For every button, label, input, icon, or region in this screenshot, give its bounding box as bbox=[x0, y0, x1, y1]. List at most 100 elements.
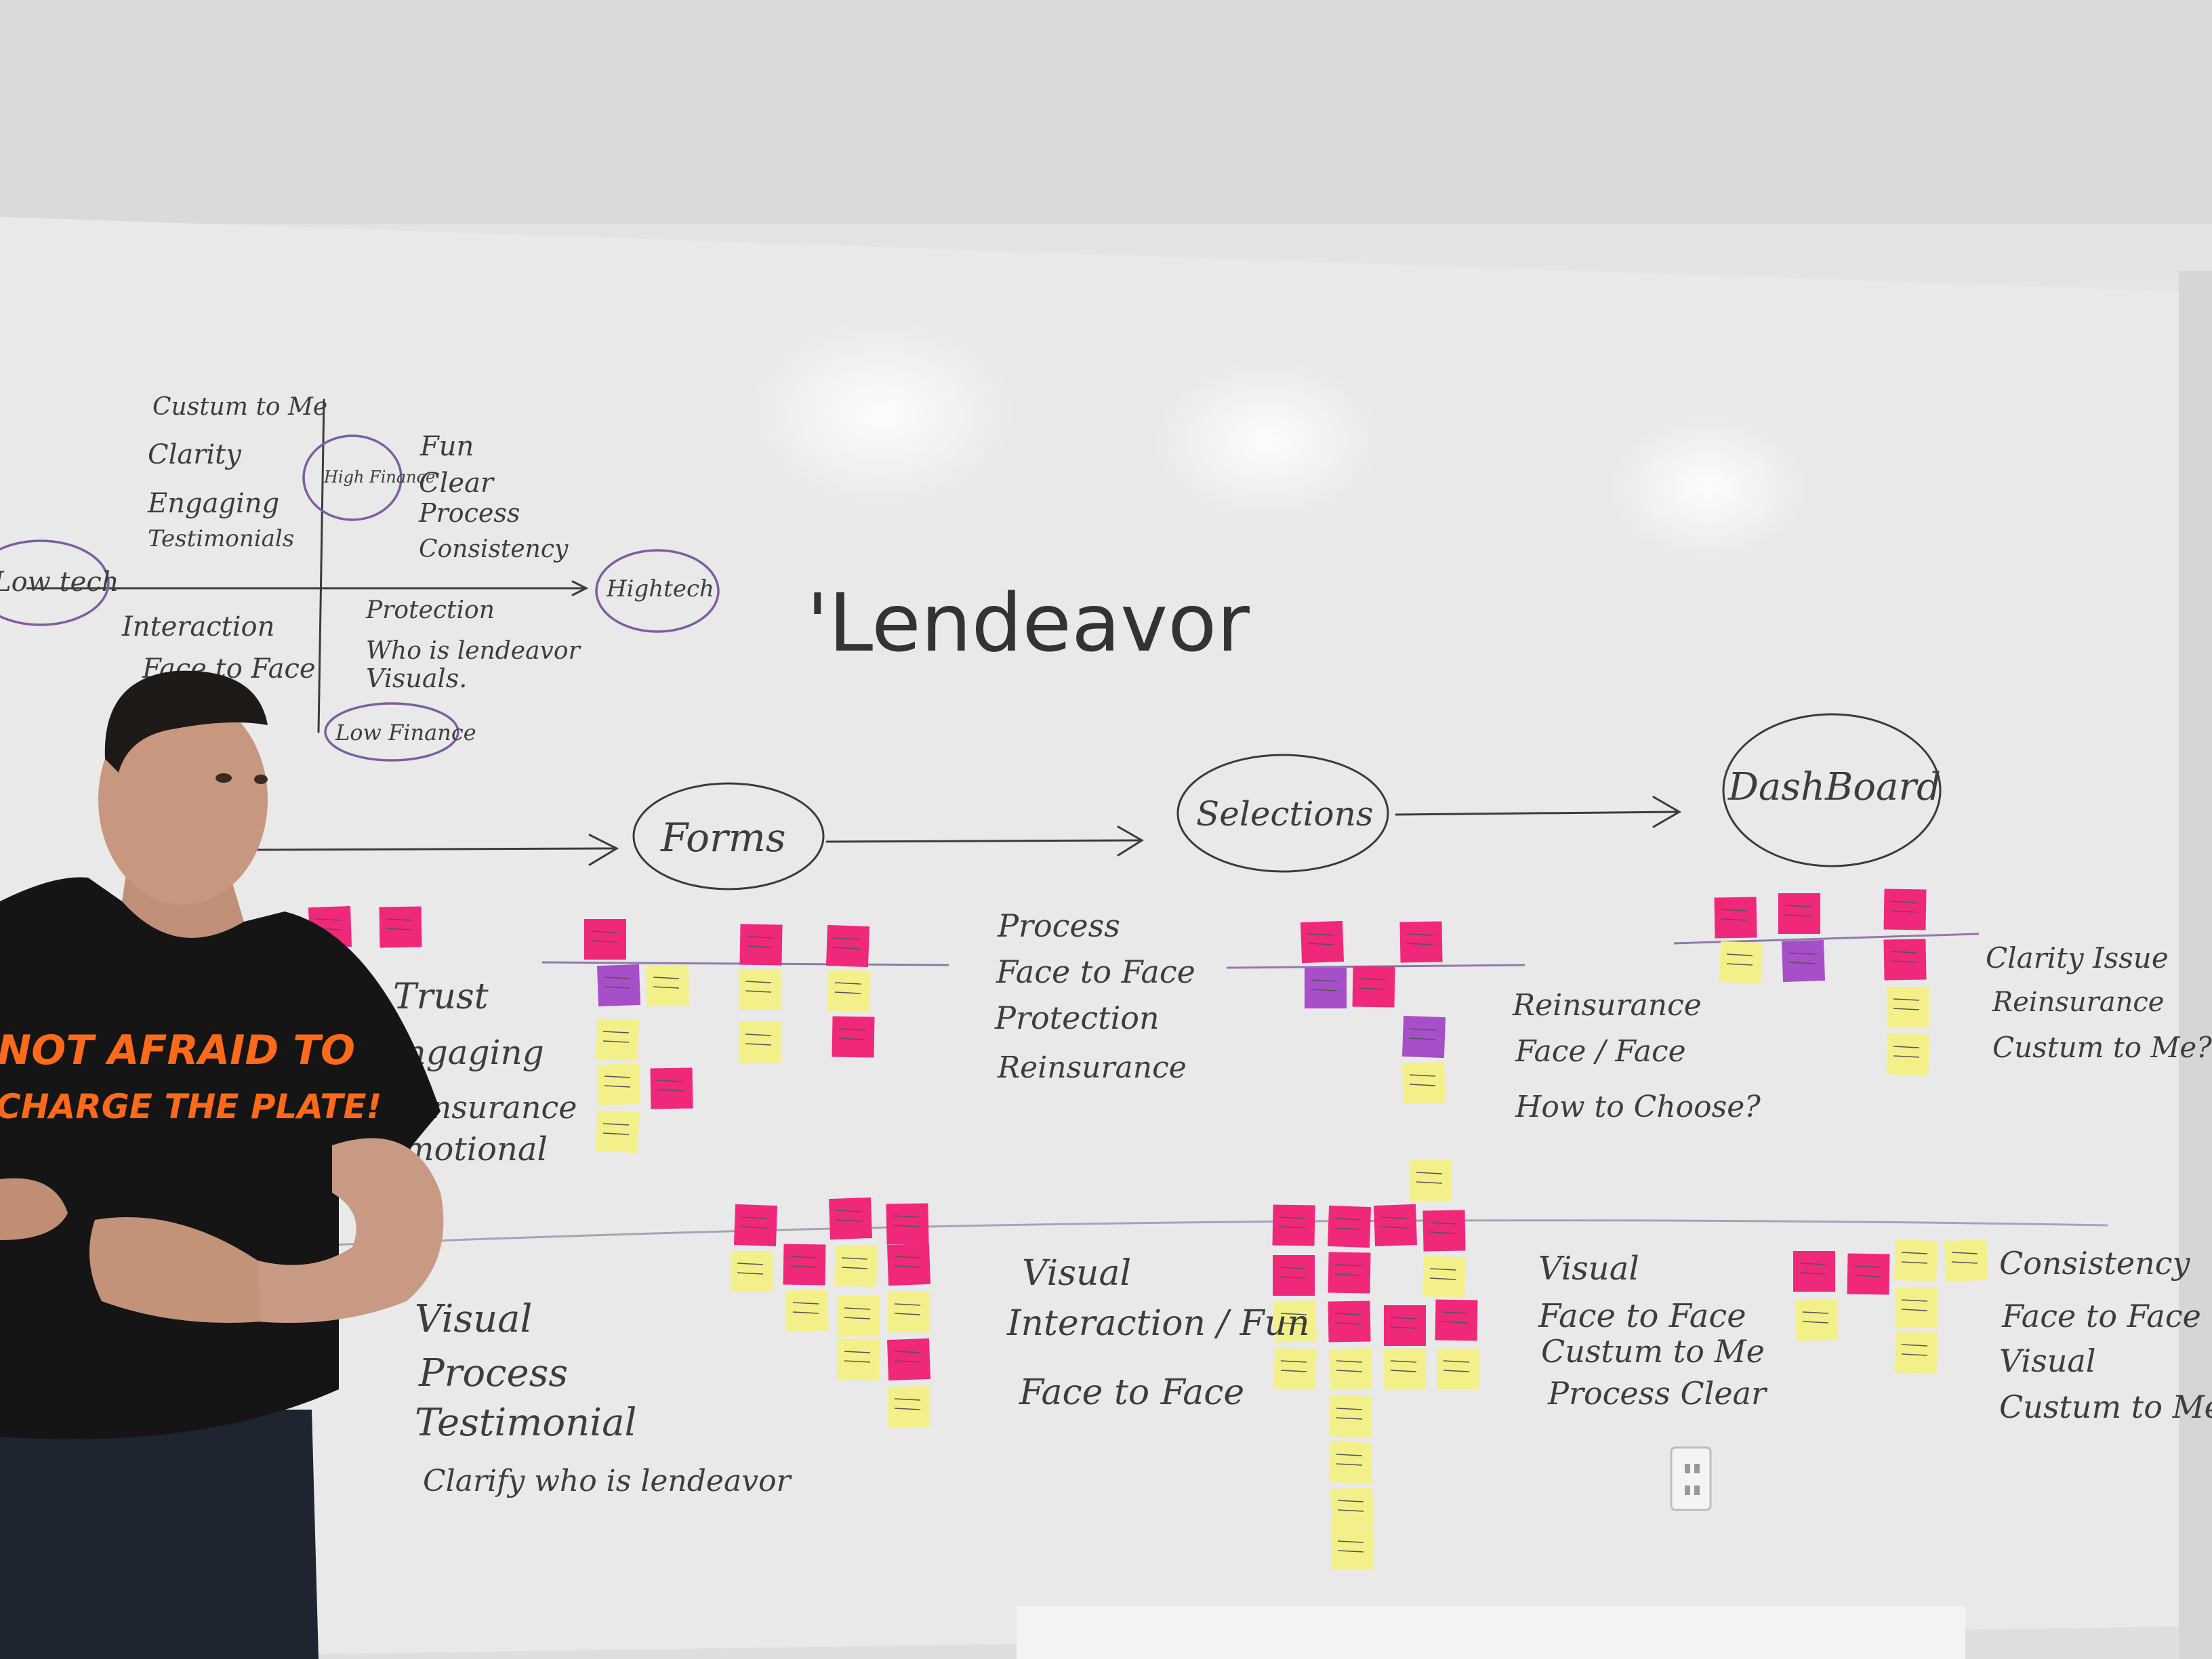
sticky-note-pink bbox=[1778, 893, 1820, 934]
sticky-note-yellow bbox=[1328, 1441, 1373, 1484]
note-line: Face to Face bbox=[1019, 1372, 1244, 1413]
sticky-scribble bbox=[1337, 1540, 1364, 1543]
sticky-scribble bbox=[1784, 905, 1811, 907]
sticky-scribble bbox=[1721, 918, 1748, 921]
sticky-note-yellow bbox=[1330, 1487, 1374, 1530]
board-title: 'Lendeavor bbox=[806, 576, 1250, 670]
sticky-scribble bbox=[1406, 933, 1433, 936]
note-line: Face to Face bbox=[1538, 1297, 1746, 1335]
sticky-scribble bbox=[1802, 1321, 1829, 1324]
note-line: Trust bbox=[393, 977, 489, 1017]
sticky-note-pink bbox=[825, 924, 870, 968]
sticky-scribble bbox=[1893, 1055, 1920, 1058]
wall-outlet bbox=[1670, 1446, 1712, 1511]
sticky-note-yellow bbox=[1329, 1395, 1372, 1437]
axis-right-label: Hightech bbox=[606, 575, 714, 602]
table-edge bbox=[1017, 1606, 1965, 1659]
quadrant-item: Interaction bbox=[121, 611, 274, 642]
sticky-scribble bbox=[1336, 1370, 1363, 1372]
sticky-scribble bbox=[1409, 1084, 1436, 1086]
sticky-scribble bbox=[833, 937, 860, 940]
sticky-scribble bbox=[894, 1408, 921, 1410]
sticky-scribble bbox=[1334, 1218, 1361, 1221]
sticky-scribble bbox=[737, 1263, 764, 1265]
sticky-scribble bbox=[1390, 1326, 1417, 1329]
sticky-note-yellow bbox=[827, 970, 871, 1012]
sticky-note-pink bbox=[1883, 888, 1927, 930]
sticky-scribble bbox=[1380, 1226, 1408, 1229]
sticky-scribble bbox=[1280, 1370, 1307, 1372]
sticky-scribble bbox=[604, 1076, 631, 1078]
sticky-scribble bbox=[1279, 1216, 1306, 1219]
sticky-scribble bbox=[1893, 998, 1920, 1001]
sticky-scribble bbox=[894, 1398, 921, 1401]
quadrant-item: Clear bbox=[419, 468, 495, 499]
note-line: Reinsurance bbox=[1512, 988, 1702, 1023]
presenter-face bbox=[98, 695, 268, 905]
note-line: Custum to Me? bbox=[1992, 1031, 2212, 1064]
sticky-scribble bbox=[836, 1210, 863, 1212]
sticky-scribble bbox=[894, 1360, 921, 1363]
sticky-scribble bbox=[1416, 1172, 1443, 1174]
sticky-scribble bbox=[1788, 952, 1816, 955]
sticky-scribble bbox=[836, 1219, 863, 1222]
sticky-scribble bbox=[893, 1215, 920, 1218]
right-wall-edge bbox=[2179, 271, 2212, 1659]
sticky-note-pink bbox=[1273, 1255, 1315, 1296]
sticky-note-pink bbox=[1272, 1204, 1315, 1246]
sticky-scribble bbox=[1788, 962, 1816, 964]
sticky-scribble bbox=[745, 1033, 772, 1036]
sticky-note-yellow bbox=[739, 969, 781, 1010]
sticky-scribble bbox=[844, 1351, 871, 1353]
presenter-legs bbox=[0, 1410, 319, 1659]
sticky-note-pink bbox=[1328, 1252, 1371, 1294]
notes: Trust Engaging Reinsurance Emotional Vis… bbox=[379, 907, 2212, 1498]
flow-node-label: DashBoard bbox=[1727, 765, 1941, 809]
sticky-scribble bbox=[792, 1302, 819, 1305]
sticky-scribble bbox=[1359, 987, 1386, 990]
note-line: Visual bbox=[1538, 1250, 1639, 1288]
sticky-note-yellow bbox=[1401, 1061, 1446, 1105]
sticky-scribble bbox=[1307, 943, 1334, 945]
sticky-scribble bbox=[1334, 1313, 1361, 1315]
sticky-scribble bbox=[1890, 960, 1917, 963]
axis-right-circle bbox=[595, 549, 720, 633]
sticky-scribble bbox=[1441, 1311, 1469, 1314]
axis-bottom-label: Low Finance bbox=[335, 720, 476, 745]
sticky-note-pink bbox=[1384, 1305, 1426, 1346]
sticky-scribble bbox=[1890, 910, 1917, 913]
sticky-note-pink bbox=[1399, 921, 1443, 963]
axis-bottom-circle bbox=[324, 702, 459, 762]
sticky-scribble bbox=[894, 1313, 921, 1315]
shirt-text: NOT AFRAID TO bbox=[0, 1027, 355, 1074]
sticky-scribble bbox=[590, 940, 617, 943]
sticky-scribble bbox=[1901, 1252, 1928, 1254]
sticky-scribble bbox=[1280, 1313, 1307, 1315]
sticky-note-pink bbox=[379, 906, 422, 948]
sticky-scribble bbox=[590, 930, 617, 933]
flow-node-dashboard bbox=[1722, 713, 1942, 867]
quadrant-item: Who is lendeavor bbox=[366, 637, 581, 665]
sticky-note-pink bbox=[1793, 1251, 1835, 1292]
sticky-note-pink bbox=[1328, 1300, 1371, 1343]
sticky-scribble bbox=[1279, 1276, 1306, 1279]
note-line: Process bbox=[418, 1351, 568, 1395]
sticky-note-pink bbox=[832, 1016, 875, 1058]
note-line: Process Clear bbox=[1547, 1375, 1768, 1412]
sticky-scribble bbox=[1280, 1360, 1307, 1363]
presenter-arm bbox=[258, 1138, 444, 1323]
sticky-scribble bbox=[1416, 1181, 1443, 1184]
sticky-scribble bbox=[844, 1360, 871, 1363]
shirt-text: CHARGE THE PLATE! bbox=[0, 1087, 382, 1126]
sticky-scribble bbox=[602, 1031, 630, 1033]
sticky-scribble bbox=[1334, 1227, 1361, 1230]
presenter-hand bbox=[0, 1178, 68, 1240]
sticky-note-yellow bbox=[836, 1338, 881, 1381]
sticky-note-pink bbox=[1435, 1299, 1478, 1341]
presenter-hair bbox=[104, 670, 268, 773]
sticky-note-yellow bbox=[1273, 1347, 1317, 1391]
sticky-note-yellow bbox=[1383, 1348, 1427, 1390]
sticky-note-pink bbox=[1847, 1253, 1890, 1295]
sticky-note-yellow bbox=[1886, 1033, 1929, 1076]
sticky-scribble bbox=[1390, 1360, 1417, 1363]
